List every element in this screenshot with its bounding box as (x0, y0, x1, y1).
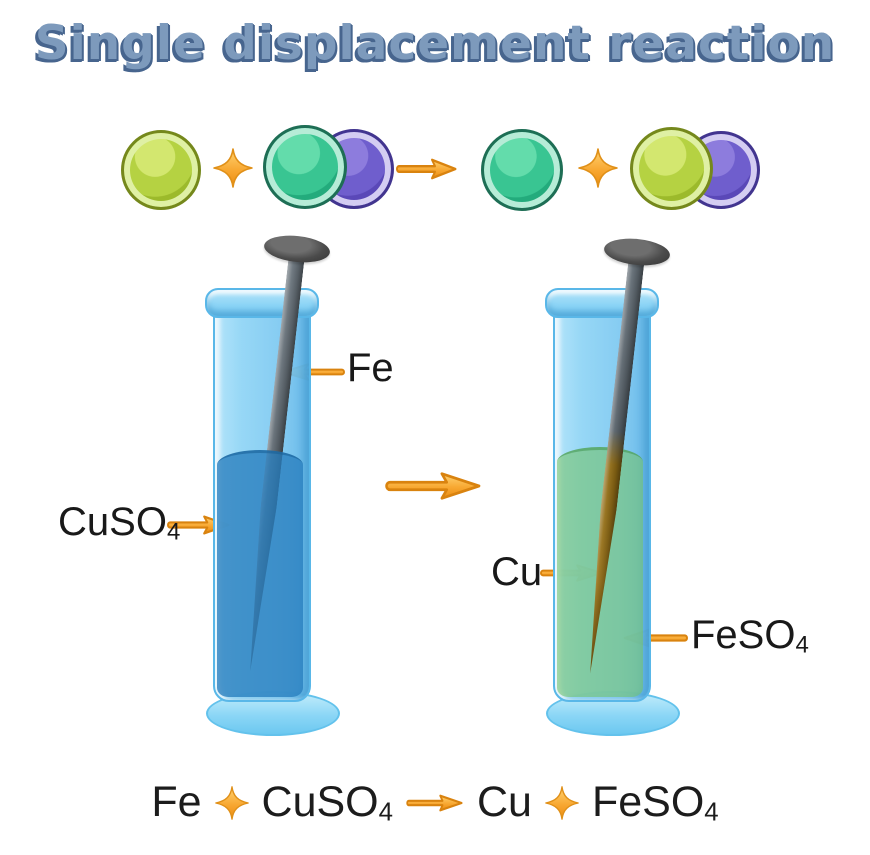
equation-product-cu: Cu (477, 778, 532, 827)
plus-icon (213, 147, 253, 189)
cuso4-label: CuSO4 (58, 500, 181, 546)
fe-atom-icon (630, 127, 713, 210)
cu-atom-icon (481, 129, 563, 211)
cu-atom-icon (263, 125, 347, 209)
plus-icon (214, 785, 249, 821)
tube-rim (545, 288, 659, 318)
chemical-equation: Fe CuSO4 Cu FeSO4 (0, 778, 870, 828)
equation-product-feso4: FeSO4 (591, 778, 719, 827)
reaction-arrow-icon (396, 157, 458, 181)
equation-reactant-cuso4: CuSO4 (261, 778, 393, 827)
cuso4-solution (217, 450, 303, 697)
tube-rim (205, 288, 319, 318)
feso4-label: FeSO4 (691, 613, 809, 659)
cu-label: Cu (491, 550, 543, 594)
equation-reactant-fe: Fe (151, 778, 202, 827)
page-title: Single displacement reaction (34, 16, 836, 71)
reaction-arrow-icon (406, 792, 464, 814)
nail-head-icon (602, 235, 672, 269)
nail-head-icon (262, 232, 332, 266)
fe-atom-icon (121, 130, 201, 210)
reaction-arrow-icon (385, 470, 483, 502)
plus-icon (578, 147, 618, 189)
fe-label: Fe (347, 346, 394, 390)
plus-icon (545, 785, 579, 821)
